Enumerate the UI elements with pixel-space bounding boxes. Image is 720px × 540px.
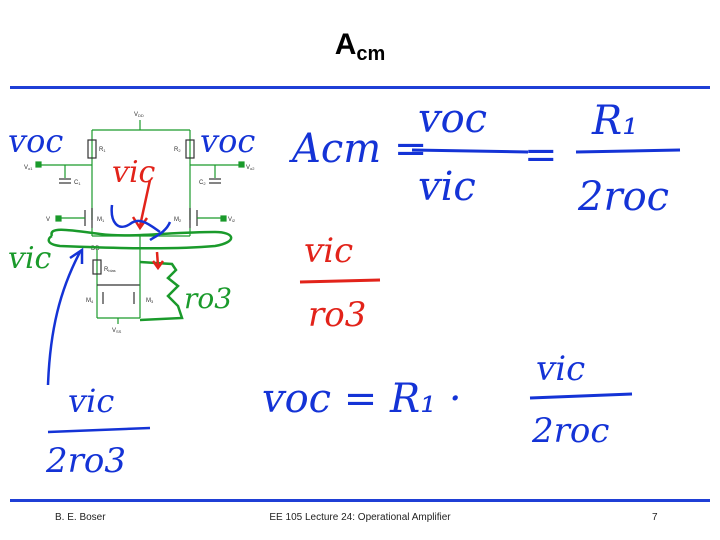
- slide-title-main: A: [334, 28, 357, 61]
- label-c2: C2: [199, 180, 206, 186]
- title-divider: [10, 86, 710, 89]
- resistor-r1: [87, 139, 97, 159]
- label-m3: M3: [146, 298, 154, 304]
- hw-fraction-den: 2ro3: [45, 441, 126, 481]
- hw-r1-fraction-bar: [575, 148, 681, 154]
- footer-author: B. E. Boser: [55, 512, 106, 523]
- circuit-schematic: [35, 120, 245, 324]
- label-vi1: V: [46, 217, 50, 223]
- blue-current-squiggle: [110, 204, 161, 234]
- hw-ro3-green: ro3: [184, 282, 232, 315]
- label-vdd-bias: DD: [91, 246, 100, 252]
- footer-divider: [10, 499, 710, 502]
- hw-vic-red: ᴠic: [112, 155, 156, 190]
- blue-arrow-up-head: [69, 247, 84, 264]
- label-m1: M1: [97, 217, 105, 223]
- label-m4: M4: [86, 298, 94, 304]
- label-r2: R2: [174, 147, 181, 153]
- label-vss: VSS: [112, 328, 122, 334]
- hw-voc-equation: ᴠoc = R₁ ·: [262, 376, 462, 422]
- vo1-terminal: [35, 161, 42, 168]
- label-c1: C1: [74, 180, 81, 186]
- hw-red-denominator: ro3: [308, 295, 366, 335]
- slide-title: Acm: [0, 28, 720, 66]
- red-current-arrow-head: [151, 260, 165, 271]
- hw-voc-eq-denominator: 2roc: [531, 411, 609, 451]
- red-arrow-line: [138, 179, 152, 227]
- label-vo2: Vo2: [246, 165, 255, 171]
- label-r1: R1: [99, 147, 106, 153]
- hw-fraction-bar: [47, 426, 151, 434]
- blue-small-arrow: [149, 221, 172, 242]
- green-ro3-resistor: [139, 260, 184, 322]
- red-current-arrow: [155, 251, 160, 267]
- hw-voc-right: ᴠoc: [200, 122, 255, 160]
- hw-voc-left: ᴠoc: [8, 122, 63, 160]
- label-vo1: Vo1: [24, 165, 33, 171]
- resistor-r2: [185, 139, 195, 159]
- hw-r1-numerator: R₁: [591, 98, 638, 144]
- hw-acm-equals: =: [524, 132, 558, 178]
- vo2-terminal: [238, 161, 245, 168]
- hw-vic-green: ᴠic: [8, 241, 52, 276]
- vi1-terminal: [55, 215, 62, 222]
- hw-red-numerator: ᴠic: [304, 231, 353, 271]
- hw-acm-denominator: ᴠic: [418, 164, 476, 210]
- hw-voc-eq-numerator: ᴠic: [536, 349, 585, 389]
- vi2-terminal: [220, 215, 227, 222]
- footer-lecture-title: EE 105 Lecture 24: Operational Amplifier: [269, 512, 451, 523]
- slide-title-subscript: cm: [356, 43, 386, 65]
- label-m2: M2: [174, 217, 182, 223]
- blue-arrow-up: [46, 251, 82, 386]
- hw-fraction-num: ᴠic: [68, 382, 114, 420]
- hw-voc-eq-fraction-bar: [529, 392, 633, 400]
- label-vi2: Vi2: [228, 217, 236, 223]
- hw-acm-fraction-bar: [411, 148, 529, 154]
- resistor-rbias: [92, 259, 102, 275]
- hw-acm-lhs: Acm =: [288, 126, 427, 172]
- hw-r1-denominator: 2roc: [577, 174, 669, 220]
- label-vdd: VDD: [134, 112, 144, 118]
- footer-page-number: 7: [652, 512, 658, 523]
- hw-red-fraction-bar: [299, 278, 381, 284]
- circuit-labels: VDD R1 R2 Vo1 Vo2 C1 C2 M1 M2 V Vi2 DD R…: [24, 112, 255, 334]
- green-tail-loop: [47, 228, 233, 250]
- hw-acm-numerator: ᴠoc: [418, 96, 487, 142]
- label-rbias: Rbias: [104, 267, 116, 273]
